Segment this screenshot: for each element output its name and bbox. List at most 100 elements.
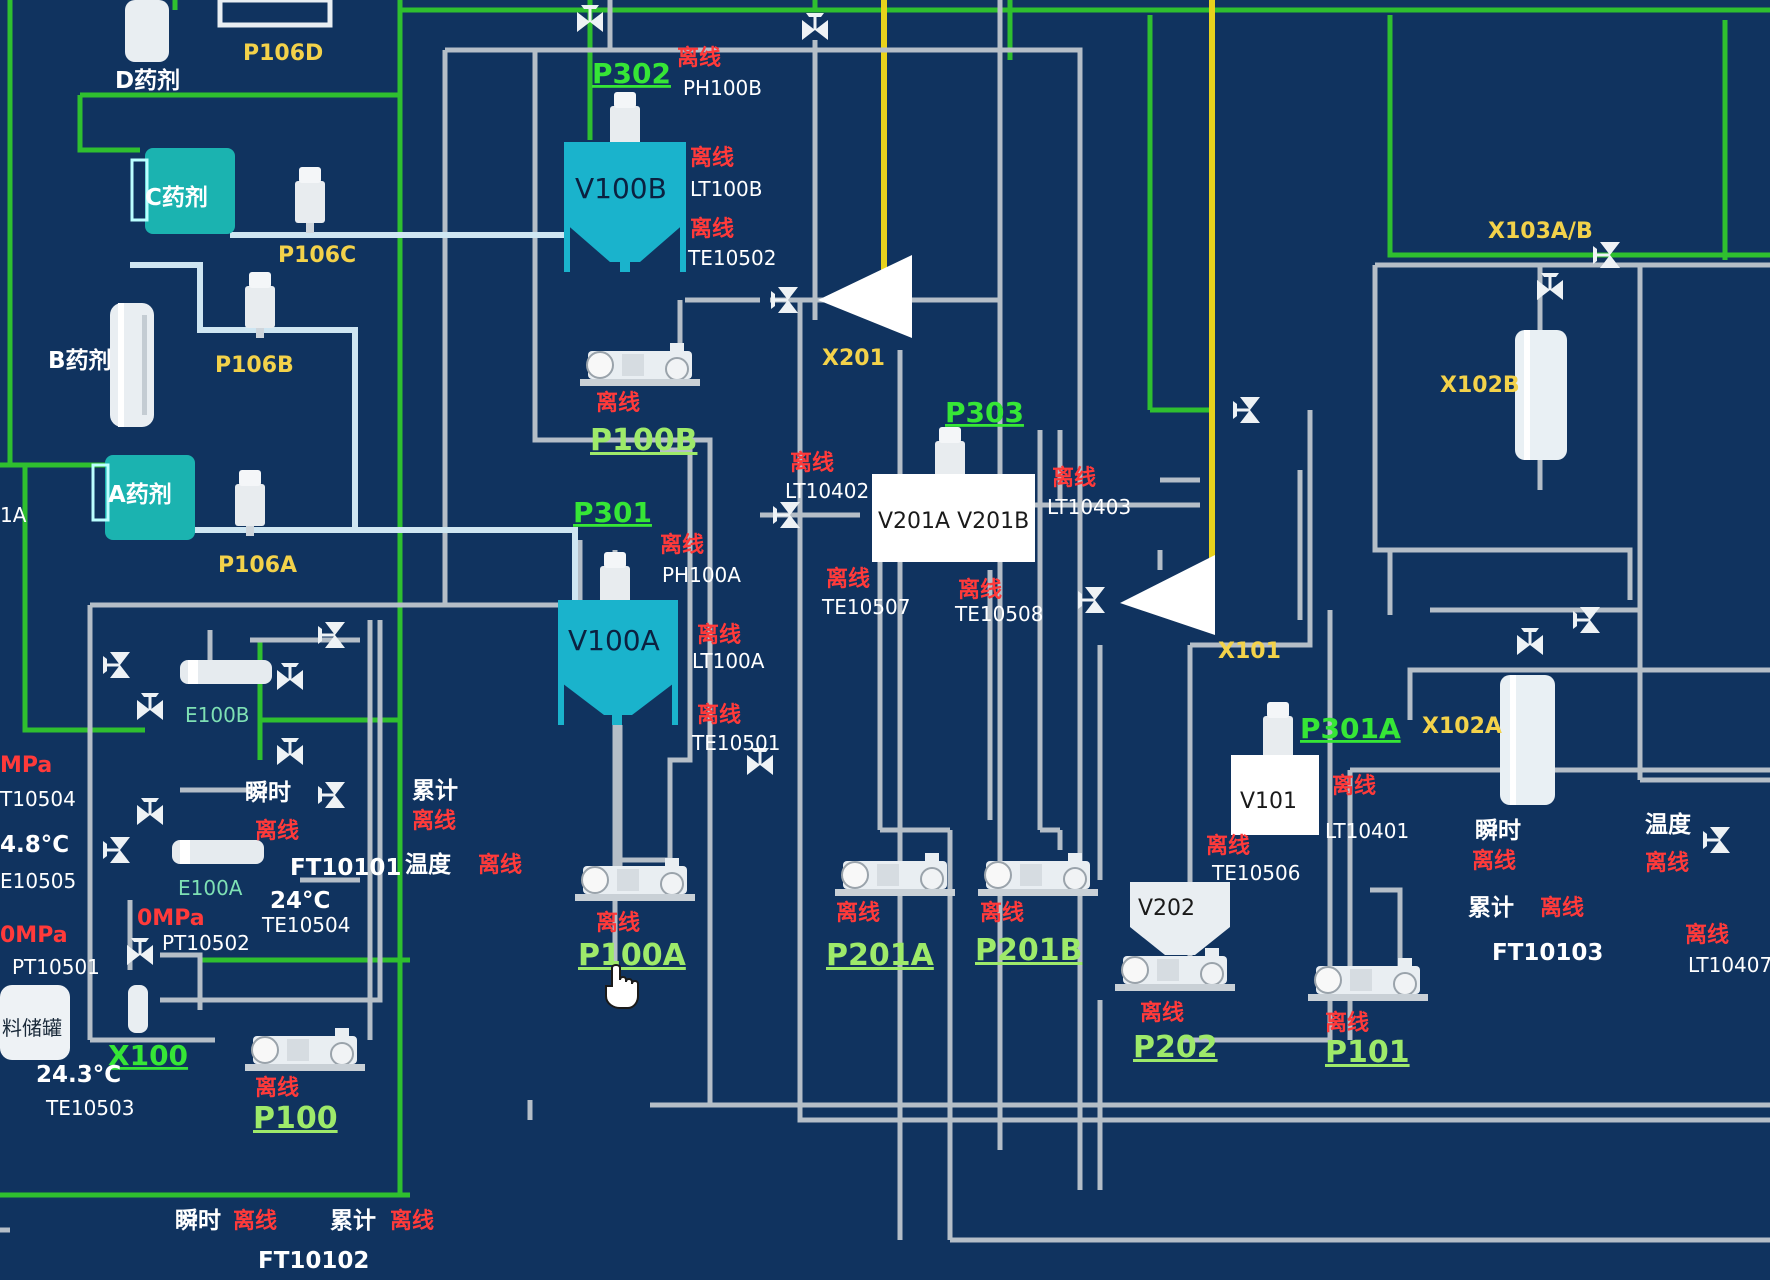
agitator-p301-label[interactable]: P301 [573, 496, 652, 529]
tag-lt100a[interactable]: LT100A [692, 649, 765, 673]
filter-x101[interactable] [1120, 555, 1215, 635]
status-p302: 离线 [677, 45, 721, 71]
status-p202: 离线 [1140, 1000, 1184, 1026]
tag-te10503[interactable]: TE10503 [45, 1096, 134, 1120]
pump-p106a-label[interactable]: P106A [218, 553, 297, 578]
tag-lt10407[interactable]: LT10407 [1688, 953, 1770, 977]
label-cumulative-ft10103: 累计 [1468, 895, 1514, 921]
heat-exchanger-e100b[interactable] [180, 660, 272, 684]
tag-lt10403[interactable]: LT10403 [1047, 495, 1131, 519]
vessel-v101[interactable] [1231, 702, 1319, 835]
vessel-v100a[interactable] [558, 552, 678, 725]
tank-d-reagent [125, 0, 333, 62]
heat-exchanger-e100a[interactable] [172, 840, 264, 864]
reading-te10503: 24.3°C [36, 1062, 121, 1088]
filter-x102b-label: X102B [1440, 373, 1520, 398]
pump-p101-label[interactable]: P101 [1325, 1035, 1410, 1070]
vessel-v100b-label: V100B [575, 172, 667, 205]
vessel-v101-label: V101 [1240, 789, 1297, 814]
filter-x102a-label: X102A [1422, 714, 1502, 739]
status-te10508: 离线 [958, 577, 1002, 603]
pump-p106c-label[interactable]: P106C [278, 243, 356, 268]
strainer-x100-label[interactable]: X100 [108, 1039, 188, 1072]
feed-tank[interactable] [0, 985, 70, 1060]
status-p100a: 离线 [596, 910, 640, 936]
vessel-v201-label: V201A V201B [878, 509, 1029, 534]
filter-x103ab-label: X103A/B [1488, 219, 1593, 244]
reagent-b-label: B药剂 [48, 347, 112, 374]
status-cumulative-ft10102: 离线 [390, 1208, 434, 1234]
status-instant-ft10103: 离线 [1472, 848, 1516, 874]
filter-x102a[interactable] [1500, 675, 1555, 805]
pump-p100-label[interactable]: P100 [253, 1101, 338, 1136]
left-edge-pressure: 0MPa [0, 923, 68, 948]
feed-tank-label: 料储罐 [2, 1016, 62, 1040]
pump-p100b-label[interactable]: P100B [590, 423, 697, 458]
tag-ft10103[interactable]: FT10103 [1492, 940, 1603, 966]
vessel-v201[interactable] [872, 427, 1035, 562]
tag-te10507[interactable]: TE10507 [821, 595, 910, 619]
status-v101: 离线 [1332, 773, 1376, 799]
pump-p201a-graphic[interactable] [834, 852, 956, 897]
pump-p106d-label[interactable]: P106D [243, 41, 323, 66]
strainer-x100[interactable] [128, 985, 148, 1033]
tag-lt100b[interactable]: LT100B [690, 177, 763, 201]
agitator-p301a-label[interactable]: P301A [1300, 712, 1401, 745]
tag-lt10402[interactable]: LT10402 [785, 479, 869, 503]
status-cumulative-ft10103: 离线 [1540, 895, 1584, 921]
status-temperature-right: 离线 [1645, 850, 1689, 876]
agitator-p303-label[interactable]: P303 [945, 396, 1024, 429]
tag-te10504[interactable]: TE10504 [261, 913, 350, 937]
status-p100b: 离线 [596, 390, 640, 416]
tag-te10508[interactable]: TE10508 [954, 602, 1043, 626]
pump-p100a-graphic[interactable] [574, 857, 696, 902]
tag-pt10501[interactable]: PT10501 [12, 955, 100, 979]
status-p100: 离线 [255, 1075, 299, 1101]
status-te10506: 离线 [1206, 833, 1250, 859]
tag-ft10102[interactable]: FT10102 [258, 1248, 369, 1274]
status-lt10402: 离线 [790, 450, 834, 476]
reading-te10504: 24°C [270, 888, 330, 914]
vessel-v202[interactable] [1130, 882, 1230, 955]
tag-te10502[interactable]: TE10502 [687, 246, 776, 270]
status-lt100a: 离线 [697, 702, 741, 728]
vessel-v100b[interactable] [564, 92, 686, 272]
left-edge-tag-2: E10505 [0, 869, 76, 893]
pump-p100-graphic[interactable] [244, 1027, 366, 1072]
agitator-p302-label[interactable]: P302 [592, 57, 671, 90]
label-cumulative-ft10101: 累计 [412, 778, 458, 804]
tag-te10506[interactable]: TE10506 [1211, 861, 1300, 885]
heat-exchanger-e100b-label: E100B [185, 703, 250, 727]
pump-p100b-graphic[interactable] [579, 342, 701, 387]
label-instant-ft10103: 瞬时 [1475, 818, 1521, 844]
filter-x102b[interactable] [1515, 330, 1567, 460]
vessel-v202-label: V202 [1138, 896, 1195, 921]
reading-pt10502: 0MPa [137, 906, 205, 931]
tag-ft10101[interactable]: FT10101 [290, 855, 401, 881]
tag-ph100a[interactable]: PH100A [662, 563, 741, 587]
label-instant-ft10101: 瞬时 [245, 780, 291, 806]
label-instant-ft10102: 瞬时 [175, 1208, 221, 1234]
tag-te10501[interactable]: TE10501 [691, 731, 780, 755]
reagent-d-label: D药剂 [115, 67, 180, 94]
status-ph100a: 离线 [697, 622, 741, 648]
pump-p201b-graphic[interactable] [977, 852, 1099, 897]
pump-p202-label[interactable]: P202 [1133, 1030, 1218, 1065]
pump-p201a-label[interactable]: P201A [826, 938, 935, 973]
pump-p201b-label[interactable]: P201B [975, 933, 1082, 968]
pump-p100a-label[interactable]: P100A [578, 938, 687, 973]
status-p301: 离线 [660, 532, 704, 558]
tag-pt10502[interactable]: PT10502 [162, 931, 250, 955]
pump-p106b-label[interactable]: P106B [215, 353, 294, 378]
status-instant-ft10101: 离线 [255, 818, 299, 844]
pump-p101-graphic[interactable] [1307, 957, 1429, 1002]
status-te10507: 离线 [826, 566, 870, 592]
status-p201b: 离线 [980, 900, 1024, 926]
filter-x201[interactable] [818, 255, 912, 338]
reagent-c-label: C药剂 [145, 184, 208, 211]
status-cumulative-ft10101: 离线 [412, 808, 456, 834]
tag-ph100b[interactable]: PH100B [683, 76, 762, 100]
tag-lt10401[interactable]: LT10401 [1325, 819, 1409, 843]
heat-exchanger-e100a-label: E100A [178, 876, 243, 900]
